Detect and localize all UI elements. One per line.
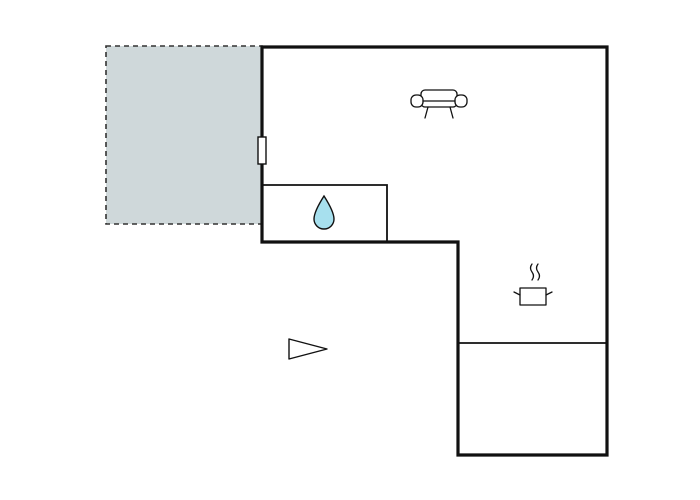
triangle-arrow-icon xyxy=(288,338,328,360)
terrace-area xyxy=(105,45,263,225)
sofa-icon xyxy=(410,89,468,119)
bathroom-wall xyxy=(262,184,388,242)
water-drop-icon xyxy=(313,194,335,230)
window-icon xyxy=(257,136,267,165)
cooking-pot-icon xyxy=(513,263,553,306)
outer-wall xyxy=(260,45,609,457)
